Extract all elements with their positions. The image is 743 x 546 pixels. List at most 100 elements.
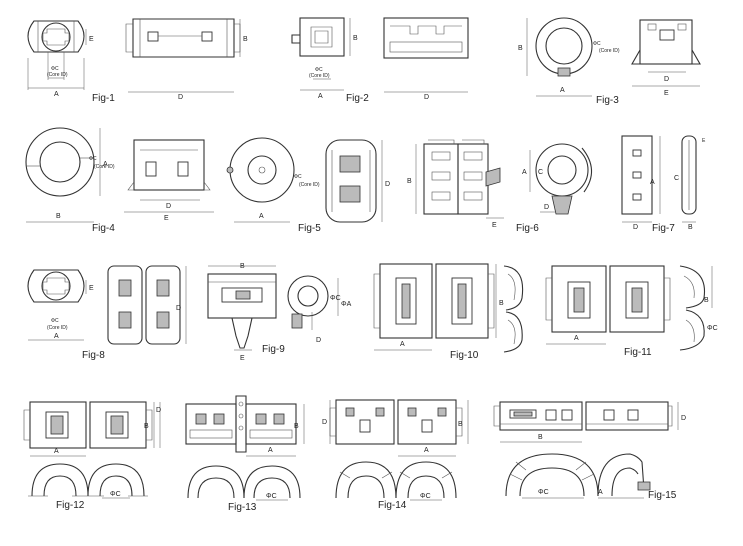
- dim-label-D-7: D: [633, 224, 638, 231]
- fig-5-group: A ΦC (Core ID) D Fig-5: [226, 137, 390, 234]
- dim-label-E-9: E: [240, 355, 245, 362]
- dim-label-core-id-5: (Core ID): [299, 182, 320, 188]
- fig-15-caption: Fig-15: [648, 490, 677, 501]
- dim-label-E-8: E: [89, 285, 94, 292]
- dim-label-A-6: A: [522, 169, 527, 176]
- fig-8-side-view: D: [107, 265, 187, 345]
- dim-label-D-2: D: [424, 94, 429, 101]
- fig-6-front-view: A C D: [522, 143, 593, 215]
- dim-label-B-6: B: [407, 178, 412, 185]
- dim-label-phiC: ΦC: [51, 66, 59, 72]
- fig-1-group: E ΦC (Core ID) A B D Fig-1: [27, 18, 248, 104]
- dim-label-E-4: E: [164, 215, 169, 222]
- fig-7-caption: Fig-7: [652, 223, 675, 234]
- dim-label-phiC-15: ΦC: [538, 489, 549, 496]
- fig-7-group: A D C E B Fig-7: [621, 135, 706, 234]
- fig-4-side-view: D E: [124, 139, 214, 222]
- fig-6-caption: Fig-6: [516, 223, 539, 234]
- fig-12-caption: Fig-12: [56, 500, 85, 511]
- dim-label-D-5: D: [385, 181, 390, 188]
- dim-label-phiA-9: ΦA: [341, 301, 352, 308]
- fig-15-side-view: D B: [493, 401, 686, 443]
- dim-label-A-13: A: [268, 447, 273, 454]
- fig-7-front-view: A D: [621, 135, 661, 231]
- dim-label-D-9: D: [316, 337, 321, 344]
- fig-3-dimensions: B A ΦC (Core ID): [518, 18, 620, 97]
- fig-1-side-view: B D: [125, 18, 248, 101]
- fig-11-caption: Fig-11: [624, 347, 652, 358]
- fig-7-side-view: C E B: [674, 135, 706, 231]
- fig-13-group: B A ΦC Fig-13: [185, 395, 305, 513]
- fig-14-end-view: ΦC: [335, 461, 457, 501]
- fig-15-end-view: ΦC A: [505, 453, 651, 499]
- dim-label-A-8: A: [54, 333, 59, 340]
- dim-label-E-6: E: [492, 222, 497, 229]
- dim-label-C-6: C: [538, 169, 543, 176]
- fig-3-side-view: D E: [631, 19, 701, 97]
- fig-5-caption: Fig-5: [298, 223, 321, 234]
- dim-label-phiC-13: ΦC: [266, 493, 277, 500]
- fig-3-group: B A ΦC (Core ID) D E Fig-3: [518, 17, 701, 106]
- dim-label-B-15: B: [538, 434, 543, 441]
- fig-4-group: A ΦC (Core ID) B D E Fig-4: [25, 127, 214, 234]
- dim-label-D-4: D: [166, 203, 171, 210]
- dim-label-core-id-2: (Core ID): [309, 73, 330, 79]
- dim-label-A-5: A: [259, 213, 264, 220]
- dim-label-A-12: A: [54, 448, 59, 455]
- dim-label-A-3: A: [560, 87, 565, 94]
- fig-8-caption: Fig-8: [82, 350, 105, 361]
- fig-6-group: B E A C D Fig-6: [407, 139, 593, 234]
- fig-2-caption: Fig-2: [346, 93, 369, 104]
- fig-9-front-view: ΦC ΦA D: [287, 275, 352, 344]
- fig-10-side-view: B A: [373, 263, 504, 351]
- fig-14-side-view: B D A: [322, 399, 469, 457]
- fig-13-side-view: B A: [185, 395, 305, 457]
- dim-label-B-11: B: [704, 297, 709, 304]
- dim-label-E-7: E: [702, 138, 706, 144]
- dim-label-A-10: A: [400, 341, 405, 348]
- fig-4-dimensions: A ΦC (Core ID) B: [26, 128, 115, 223]
- fig-13-end-view: ΦC: [187, 465, 301, 501]
- dim-label-A-11: A: [574, 335, 579, 342]
- fig-5-side-view: D: [325, 139, 390, 223]
- dim-label-phiC-14: ΦC: [420, 493, 431, 500]
- fig-6-side-view: B E: [407, 139, 504, 229]
- dim-label-A: A: [54, 91, 59, 98]
- dim-label-A-2: A: [318, 93, 323, 100]
- dim-label-A-14: A: [424, 447, 429, 454]
- fig-3-front-view: [535, 17, 593, 77]
- fig-8-front-view: E ΦC (Core ID) A: [27, 269, 94, 341]
- dim-label-phiC-8: ΦC: [51, 318, 59, 324]
- fig-11-end-view: B ΦC: [679, 265, 718, 351]
- fig-1-dimensions: E ΦC (Core ID) A: [27, 29, 94, 98]
- dim-label-D-14: D: [322, 419, 327, 426]
- dim-label-core-id-8: (Core ID): [47, 325, 68, 331]
- fig-2-group: ΦC (Core ID) A B D Fig-2: [291, 17, 469, 104]
- dim-label-B: B: [243, 36, 248, 43]
- dim-label-D-6: D: [544, 204, 549, 211]
- dim-label-E-3: E: [664, 90, 669, 97]
- dim-label-phiC-4: ΦC: [89, 156, 97, 162]
- fig-9-side-view: B E: [207, 263, 277, 362]
- dim-label-phiC-2: ΦC: [315, 67, 323, 73]
- fig-9-caption: Fig-9: [262, 344, 285, 355]
- fig-9-group: B E ΦC ΦA D Fig-9: [207, 263, 352, 362]
- dim-label-A-15: A: [598, 489, 603, 496]
- dim-label-phiC-5: ΦC: [294, 174, 302, 180]
- fig-10-caption: Fig-10: [450, 350, 479, 361]
- dim-label-B-10: B: [499, 300, 504, 307]
- fig-1-caption: Fig-1: [92, 93, 115, 104]
- dim-label-D: D: [178, 94, 183, 101]
- dim-label-A-4: A: [103, 161, 108, 168]
- fig-2-dimensions: ΦC (Core ID) A B: [300, 18, 358, 100]
- fig-12-end-view: ΦC: [28, 463, 148, 499]
- dim-label-phiC-3: ΦC: [593, 41, 601, 47]
- fig-5-front-view: [226, 137, 295, 203]
- dim-label-B-7: B: [688, 224, 693, 231]
- fig-13-caption: Fig-13: [228, 502, 257, 513]
- fig-12-side-view: B A D: [23, 401, 161, 457]
- fig-4-caption: Fig-4: [92, 223, 115, 234]
- dim-label-D-12: D: [156, 407, 161, 414]
- fig-14-caption: Fig-14: [378, 500, 407, 511]
- fig-11-group: A B ΦC Fig-11: [545, 265, 718, 358]
